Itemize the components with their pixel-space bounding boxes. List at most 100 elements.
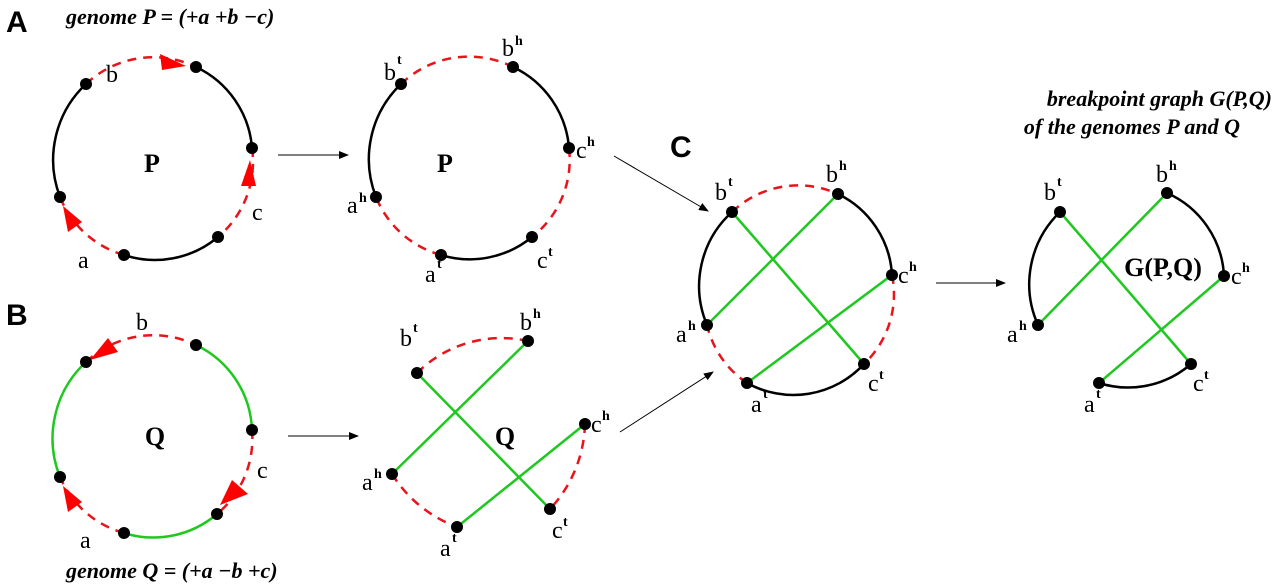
end-superscript: h: [1169, 159, 1177, 174]
extremity-label: b: [384, 60, 396, 86]
extremity-label: b: [715, 180, 727, 206]
circle-label-p: P: [144, 149, 160, 178]
end-superscript: h: [1019, 319, 1027, 334]
gene-edge: [837, 192, 894, 276]
node-dot: [211, 508, 223, 520]
node-dot: [1218, 270, 1230, 282]
node-dot: [1054, 206, 1066, 218]
extremity-label: c: [898, 263, 909, 289]
red-adjacency-edge: [863, 274, 896, 365]
gene-edge: [746, 363, 865, 397]
extremity-label: a: [1084, 392, 1095, 418]
red-adjacency-edge: [374, 196, 442, 257]
end-superscript: t: [1096, 387, 1101, 402]
red-adjacency-edge: [705, 324, 748, 385]
genome-p-title: genome P = (+a +b −c): [65, 4, 274, 29]
node-dot: [118, 527, 130, 539]
arrowhead-icon: [63, 486, 82, 512]
node-dot: [451, 521, 463, 533]
extremity-label: b: [1044, 180, 1056, 206]
extremity-label: b: [520, 310, 532, 336]
end-superscript: t: [413, 321, 418, 336]
extremity-label: a: [440, 536, 451, 562]
node-dot: [563, 142, 575, 154]
gene-edge: [512, 65, 571, 149]
end-superscript: h: [374, 467, 382, 482]
extremity-label: a: [425, 262, 436, 288]
node-dot: [370, 191, 382, 203]
green-adjacency-edge: [195, 343, 254, 431]
end-superscript: t: [563, 515, 568, 530]
node-dot: [832, 188, 844, 200]
node-dot: [435, 249, 447, 261]
extremity-label: a: [676, 322, 687, 348]
extremity-label: a: [1084, 392, 1095, 418]
node-dot: [190, 61, 202, 73]
gene-edge: [1028, 211, 1061, 326]
gene-label-c: c: [252, 200, 263, 226]
extremity-label: b: [1156, 162, 1168, 188]
green-adjacency-edge: [706, 193, 839, 326]
gene-edge: [367, 83, 402, 198]
node-dot: [858, 358, 870, 370]
extremity-label: a: [676, 322, 687, 348]
green-adjacency-edge: [1098, 275, 1225, 384]
red-adjacency-edge: [731, 184, 839, 213]
circle-label-g: G(P,Q): [1124, 253, 1202, 282]
end-superscript: t: [728, 175, 733, 190]
end-superscript: t: [1204, 368, 1209, 383]
gene-edge: [697, 211, 733, 326]
gene-edge: [440, 236, 533, 261]
red-adjacency-edge: [85, 334, 197, 363]
gene-label-c: c: [257, 458, 268, 484]
extremity-label: b: [1044, 180, 1056, 206]
panel-label-a: A: [6, 6, 28, 39]
extremity-label: a: [1007, 322, 1018, 348]
green-adjacency-edge: [391, 340, 529, 475]
node-dot: [701, 319, 713, 331]
breakpoint-title-line2: of the genomes P and Q: [1024, 114, 1240, 139]
green-adjacency-edge: [456, 423, 586, 528]
extremity-label: a: [362, 470, 373, 496]
extremity-label: a: [425, 262, 436, 288]
end-superscript: h: [515, 34, 523, 49]
red-adjacency-edge: [390, 473, 458, 529]
arrowhead-icon: [63, 206, 82, 232]
extremity-label: b: [384, 60, 396, 86]
extremity-label: b: [502, 36, 514, 62]
red-adjacency-edge: [400, 55, 514, 85]
red-adjacency-edge: [216, 429, 254, 515]
flow-arrow: [619, 371, 714, 433]
end-superscript: t: [879, 368, 884, 383]
node-dot: [190, 339, 202, 351]
extremity-label: c: [576, 138, 587, 164]
node-dot: [507, 61, 519, 73]
end-superscript: h: [1242, 261, 1250, 276]
node-dot: [1032, 319, 1044, 331]
red-adjacency-edge: [531, 147, 571, 238]
node-dot: [886, 269, 898, 281]
end-superscript: t: [548, 245, 553, 260]
extremity-label: c: [898, 263, 909, 289]
breakpoint-title-line1: breakpoint graph G(P,Q): [1047, 86, 1272, 111]
red-adjacency-edge: [217, 147, 255, 238]
gene-label-b: b: [106, 62, 118, 88]
gene-edge: [1166, 191, 1226, 277]
node-dot: [54, 471, 66, 483]
extremity-label: a: [440, 536, 451, 562]
gene-edge: [1098, 363, 1192, 389]
genome-p-circle: P b c a: [51, 54, 263, 274]
extremity-label: c: [537, 248, 548, 274]
gene-label-b: b: [136, 310, 148, 336]
circle-label-q: Q: [145, 422, 165, 451]
green-adjacency-edge: [746, 273, 893, 385]
extremity-label: a: [751, 392, 762, 418]
node-dot: [522, 335, 534, 347]
arrowhead-icon: [160, 54, 186, 70]
green-adjacency-edge: [1037, 192, 1168, 326]
extremity-label: b: [826, 162, 838, 188]
extremity-label: b: [520, 310, 532, 336]
